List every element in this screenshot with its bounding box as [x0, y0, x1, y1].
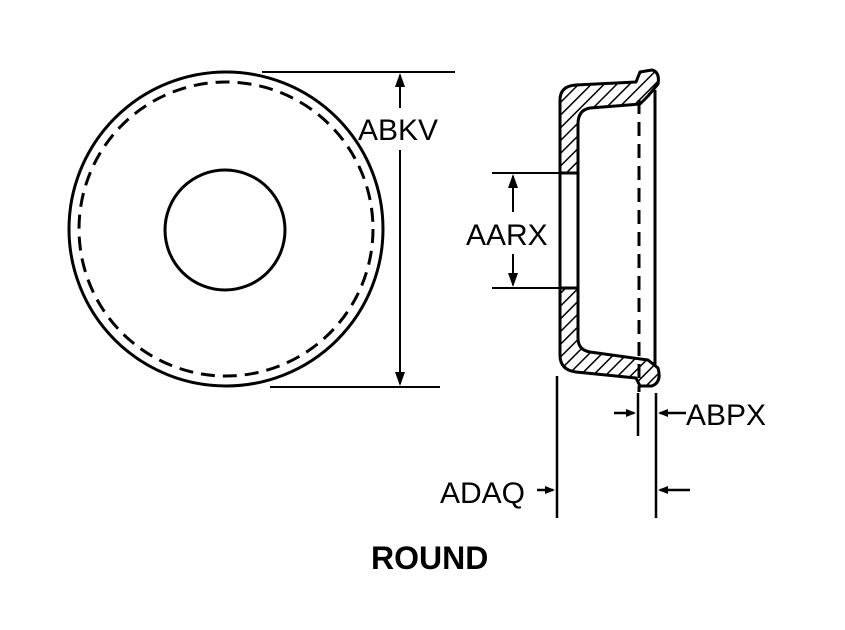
label-aarx: AARX	[466, 219, 548, 252]
label-abkv: ABKV	[358, 114, 438, 147]
outer-circle	[67, 70, 385, 388]
hidden-rim-circle	[77, 80, 375, 378]
label-adaq: ADAQ	[440, 477, 525, 510]
diagram-title: ROUND	[371, 540, 488, 576]
center-hole	[163, 168, 287, 292]
cap-section	[558, 68, 661, 392]
label-abpx: ABPX	[686, 399, 766, 432]
